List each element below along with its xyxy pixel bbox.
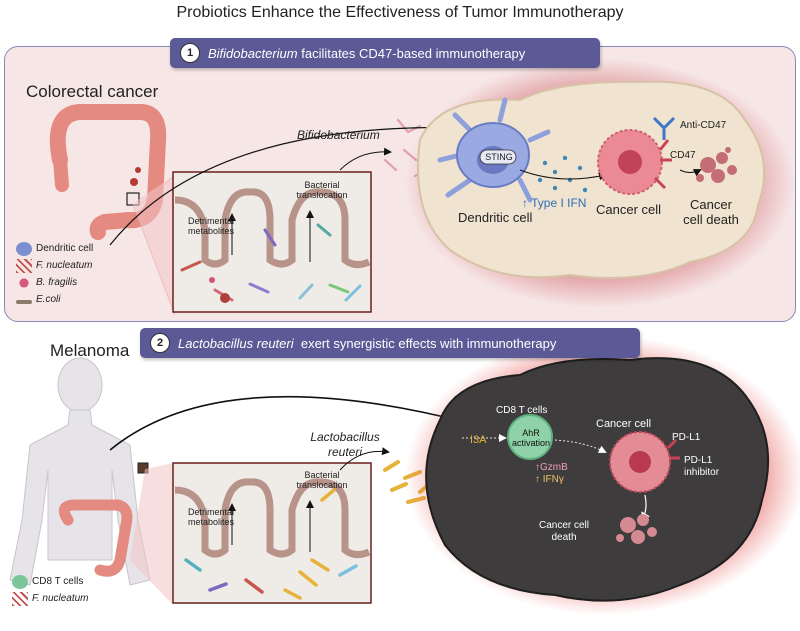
figure-title: Probiotics Enhance the Effectiveness of … bbox=[176, 4, 624, 21]
anti-cd47-label: Anti-CD47 bbox=[680, 120, 727, 131]
sting-label: STING bbox=[485, 152, 513, 162]
panel1-number: 1 bbox=[180, 43, 200, 63]
f-nucleatum-icon bbox=[12, 591, 28, 606]
cancer-cell-death-label-1: Cancer cell death bbox=[683, 197, 739, 227]
cd8-t-cell-graphic bbox=[507, 414, 553, 460]
detrimental-metabolites-label-1: Detrimental metabolites bbox=[188, 216, 235, 236]
panel1-banner: 1 Bifidobacterium facilitates CD47-based… bbox=[170, 38, 600, 68]
detrimental-metabolites-label-2: Detrimental metabolites bbox=[188, 507, 235, 527]
panel2-banner-italic: Lactobacillus reuteri bbox=[178, 335, 294, 351]
panel1-legend: Dendritic cell F. nucleatum B. fragilis … bbox=[16, 240, 93, 308]
panel2-banner: 2 Lactobacillus reuteri exert synergisti… bbox=[140, 328, 640, 358]
human-figure-illustration bbox=[9, 357, 151, 586]
legend-b-fragilis: B. fragilis bbox=[16, 274, 93, 291]
panel1-banner-text: facilitates CD47-based immunotherapy bbox=[297, 45, 526, 61]
gzmb-label: ↑GzmB bbox=[535, 462, 568, 473]
colorectal-cancer-label: Colorectal cancer bbox=[26, 82, 159, 101]
i3a-label: I3A bbox=[470, 434, 487, 446]
cancer-cell-label-2: Cancer cell bbox=[596, 418, 652, 430]
legend-f-nucleatum: F. nucleatum bbox=[16, 257, 93, 274]
legend-cd8-t-cells: CD8 T cells bbox=[12, 573, 89, 590]
cd47-label: CD47 bbox=[670, 150, 696, 161]
panel1-banner-italic: Bifidobacterium bbox=[208, 45, 298, 61]
cancer-cell-label-1: Cancer cell bbox=[596, 202, 662, 217]
cd8-t-cell-icon bbox=[12, 574, 28, 589]
melanoma-label: Melanoma bbox=[50, 341, 130, 360]
cancer-cell-graphic bbox=[597, 129, 672, 195]
bacterial-translocation-label-2: Bacterial translocation bbox=[296, 470, 348, 490]
lactobacillus-reuteri-label: Lactobacillus reuteri bbox=[310, 430, 380, 459]
ahr-activation-label: AhR activation bbox=[512, 428, 551, 448]
e-coli-icon bbox=[16, 300, 32, 304]
dendritic-cell-graphic bbox=[437, 97, 551, 203]
tumor-microenvironment-2 bbox=[425, 357, 770, 602]
pd-l1-inhibitor-label: PD-L1 inhibitor bbox=[684, 455, 720, 478]
f-nucleatum-icon bbox=[16, 258, 32, 273]
panel2-number: 2 bbox=[150, 333, 170, 353]
legend-e-coli: E.coli bbox=[16, 291, 93, 308]
b-fragilis-icon bbox=[16, 275, 32, 290]
legend-dendritic-cell: Dendritic cell bbox=[16, 240, 93, 257]
panel2-legend: CD8 T cells F. nucleatum bbox=[12, 573, 89, 607]
cd8-t-cells-label: CD8 T cells bbox=[496, 405, 548, 416]
dendritic-cell-label: Dendritic cell bbox=[458, 210, 533, 225]
bacterial-translocation-label-1: Bacterial translocation bbox=[296, 180, 348, 200]
panel2-banner-text: exert synergistic effects with immunothe… bbox=[293, 335, 557, 351]
legend-f-nucleatum-2: F. nucleatum bbox=[12, 590, 89, 607]
cancer-cell-death-label-2: Cancer cell death bbox=[538, 520, 590, 543]
type1-ifn-label: ↑ Type I IFN bbox=[522, 196, 587, 210]
ifn-gamma-label: ↑ IFNγ bbox=[535, 474, 564, 485]
pd-l1-label: PD-L1 bbox=[672, 432, 701, 443]
dendritic-cell-icon bbox=[16, 241, 32, 256]
bifidobacterium-label: Bifidobacterium bbox=[297, 128, 380, 142]
